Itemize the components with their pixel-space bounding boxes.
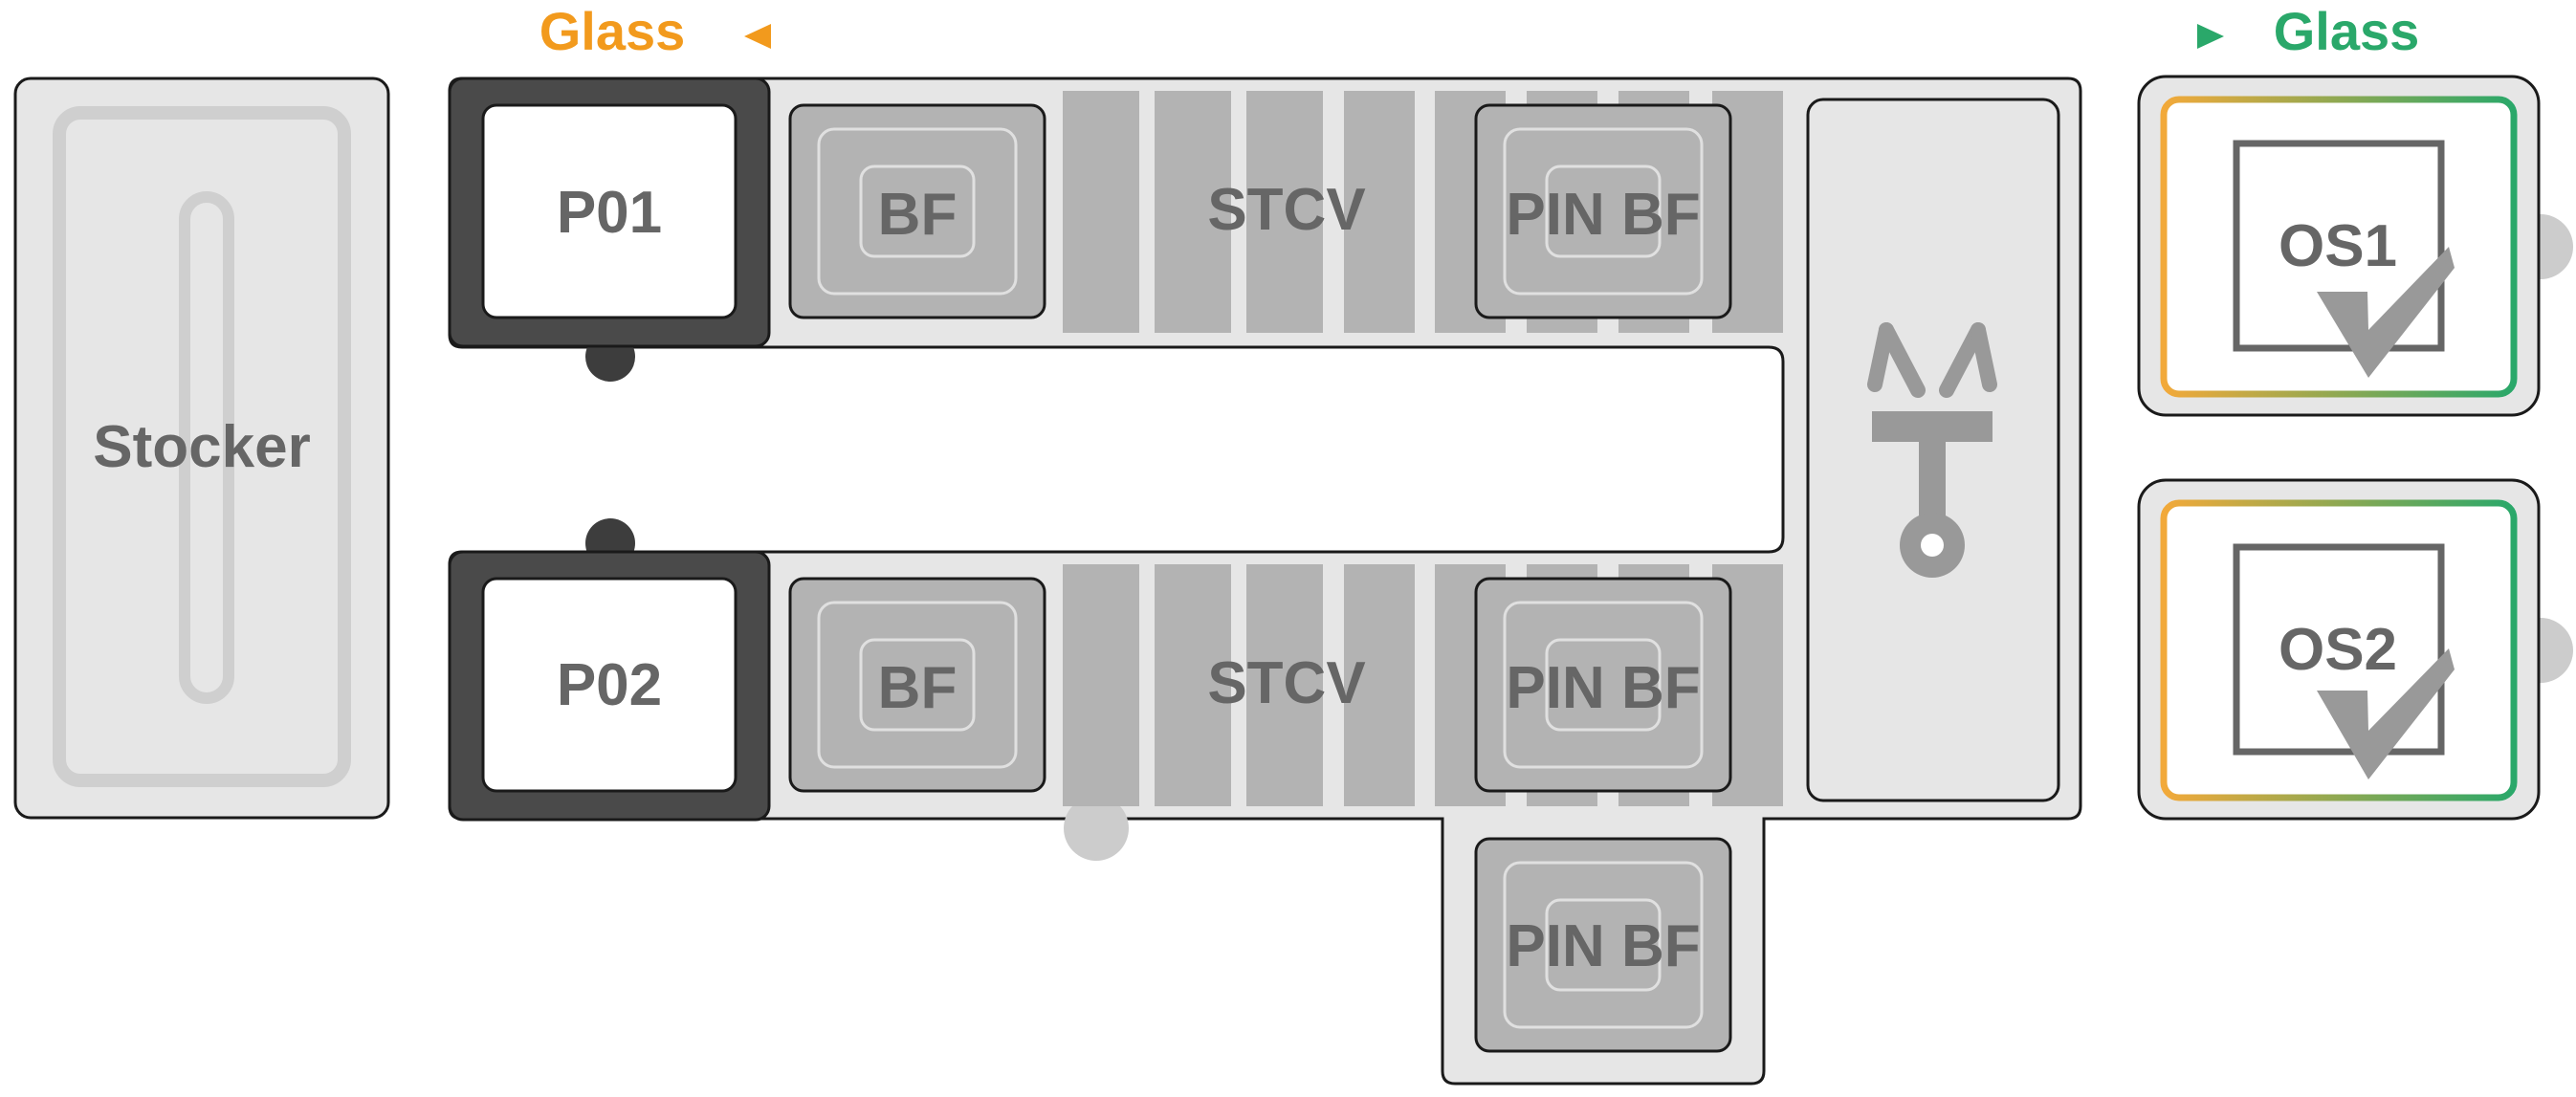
port-p01[interactable]: P01 bbox=[448, 77, 771, 348]
pin-buffer-2-label: PIN BF bbox=[1506, 655, 1700, 721]
conveyor-2-label: STCV bbox=[1207, 650, 1365, 716]
buffer-2[interactable]: BF bbox=[788, 577, 1046, 793]
buffer-2-label: BF bbox=[878, 655, 958, 721]
glass-target-label: Glass bbox=[2274, 1, 2420, 61]
pin-buffer-3-label: PIN BF bbox=[1506, 913, 1700, 979]
output-station-os1[interactable]: OS1 bbox=[2137, 75, 2573, 417]
port-p01-label: P01 bbox=[557, 180, 662, 246]
glass-flow-arrow bbox=[744, 24, 2224, 49]
output-station-os2[interactable]: OS2 bbox=[2137, 478, 2573, 821]
port-p02[interactable]: P02 bbox=[448, 550, 771, 822]
line-2: P02 BF STCV PIN BF bbox=[448, 550, 1783, 822]
pin-buffer-3[interactable]: PIN BF bbox=[1474, 837, 1732, 1053]
checkmark-icon bbox=[2317, 648, 2455, 779]
stocker[interactable]: Stocker bbox=[13, 77, 390, 820]
checkmark-icon bbox=[2317, 247, 2455, 378]
pin-buffer-1[interactable]: PIN BF bbox=[1474, 103, 1732, 319]
buffer-1[interactable]: BF bbox=[788, 103, 1046, 319]
conveyor-1-label: STCV bbox=[1207, 177, 1365, 243]
pin-buffer-2[interactable]: PIN BF bbox=[1474, 577, 1732, 793]
pin-buffer-1-label: PIN BF bbox=[1506, 182, 1700, 248]
robot-gripper-icon bbox=[1867, 322, 1997, 578]
buffer-1-label: BF bbox=[878, 182, 958, 248]
glass-source-label: Glass bbox=[539, 1, 686, 61]
port-p02-label: P02 bbox=[557, 652, 662, 718]
line-1: P01 BF STCV PIN BF bbox=[448, 77, 1783, 348]
stocker-label: Stocker bbox=[93, 414, 310, 480]
os2-label: OS2 bbox=[2279, 617, 2397, 683]
os1-label: OS1 bbox=[2279, 213, 2397, 279]
robot-cell[interactable] bbox=[1806, 98, 2060, 802]
line-nub-bottom bbox=[1064, 796, 1129, 861]
